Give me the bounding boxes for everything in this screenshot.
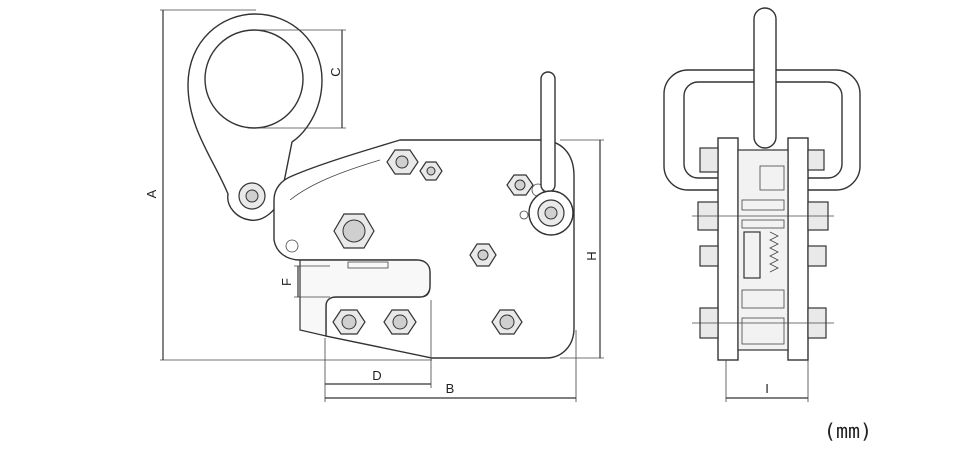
dimension-i: I [725, 360, 809, 402]
side-view: A C F H D [144, 9, 604, 402]
unit-label: (mm) [824, 419, 872, 443]
dimension-b-label: B [446, 381, 455, 396]
lever-top [753, 7, 777, 149]
front-plate-left [717, 137, 739, 361]
dimension-h-label: H [584, 251, 599, 260]
clamp-body [273, 139, 575, 359]
dimension-h: H [560, 139, 604, 359]
dimension-d: D [324, 300, 432, 388]
dimension-b: B [324, 330, 577, 402]
dimension-a-label: A [144, 189, 159, 198]
dimension-d-label: D [372, 368, 381, 383]
dimension-i-label: I [765, 381, 769, 396]
dimension-c-label: C [328, 67, 343, 76]
dimension-f: F [279, 265, 330, 298]
mechanism [741, 165, 785, 345]
dimension-f-label: F [279, 278, 294, 286]
front-view: I [663, 7, 861, 402]
lever-handle [528, 71, 574, 236]
front-bolts [692, 147, 834, 339]
bolt-nuts [332, 149, 534, 335]
dimension-c: C [256, 29, 346, 129]
front-plate-right [787, 137, 809, 361]
dimension-a: A [144, 9, 432, 361]
lifting-ring [187, 13, 323, 221]
